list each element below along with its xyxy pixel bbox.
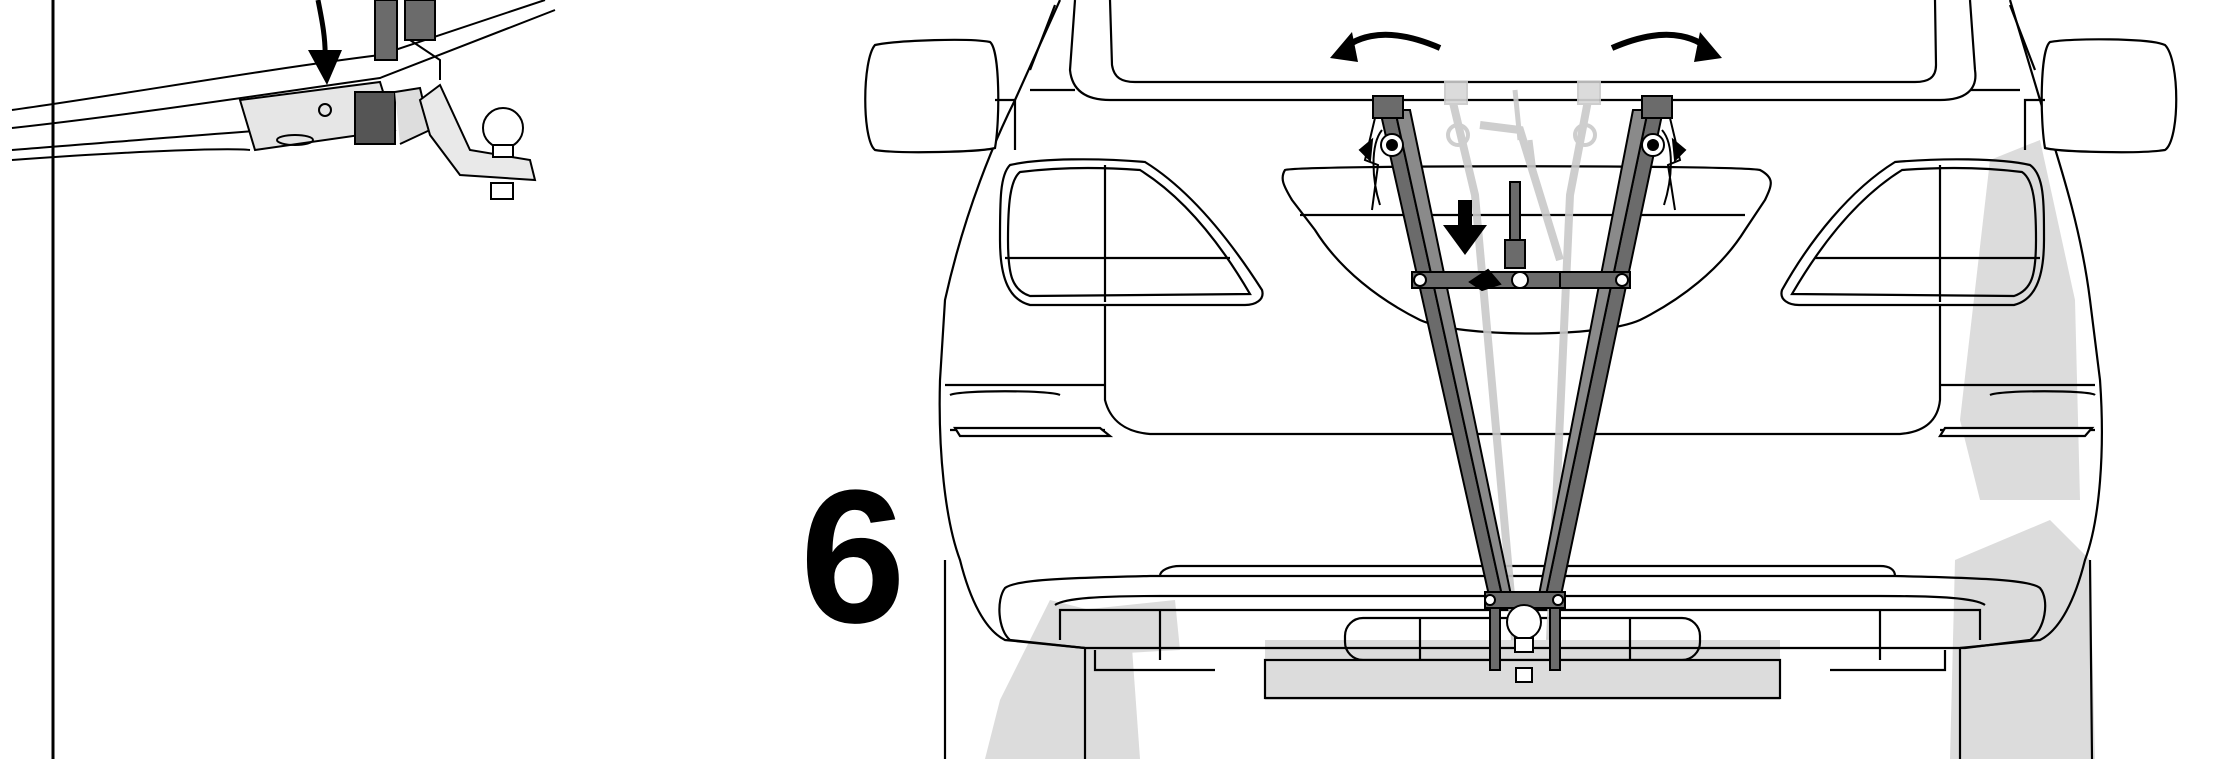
car-rear-illustration: [864, 0, 2178, 759]
top-clamp-left: [1372, 95, 1404, 119]
top-clamp-right: [1641, 95, 1673, 119]
tow-ball: [482, 107, 524, 149]
tow-ball: [1506, 604, 1542, 640]
down-arrow-icon: [1443, 200, 1487, 255]
carrier-ghost-position: [1444, 81, 1601, 641]
mirror-right: [2040, 38, 2178, 154]
car-body-outline: [938, 0, 2103, 650]
down-arrow-icon: [308, 0, 342, 85]
curved-arrow-left-icon: [1330, 31, 1442, 62]
step-number: 6: [800, 451, 906, 663]
license-plate-recess: [1281, 165, 1772, 335]
tail-light-left: [998, 158, 1264, 307]
tail-light-right: [1780, 158, 2046, 307]
mirror-left: [864, 38, 1000, 154]
rear-bumper: [998, 574, 2047, 650]
curved-arrow-right-icon: [1610, 31, 1722, 62]
rear-window: [1068, 0, 1977, 102]
hitch-detail-illustration: [11, 0, 556, 200]
bike-carrier: [1358, 95, 1687, 683]
tailgate: [1103, 305, 1942, 436]
carrier-left-arm: [1378, 109, 1505, 601]
